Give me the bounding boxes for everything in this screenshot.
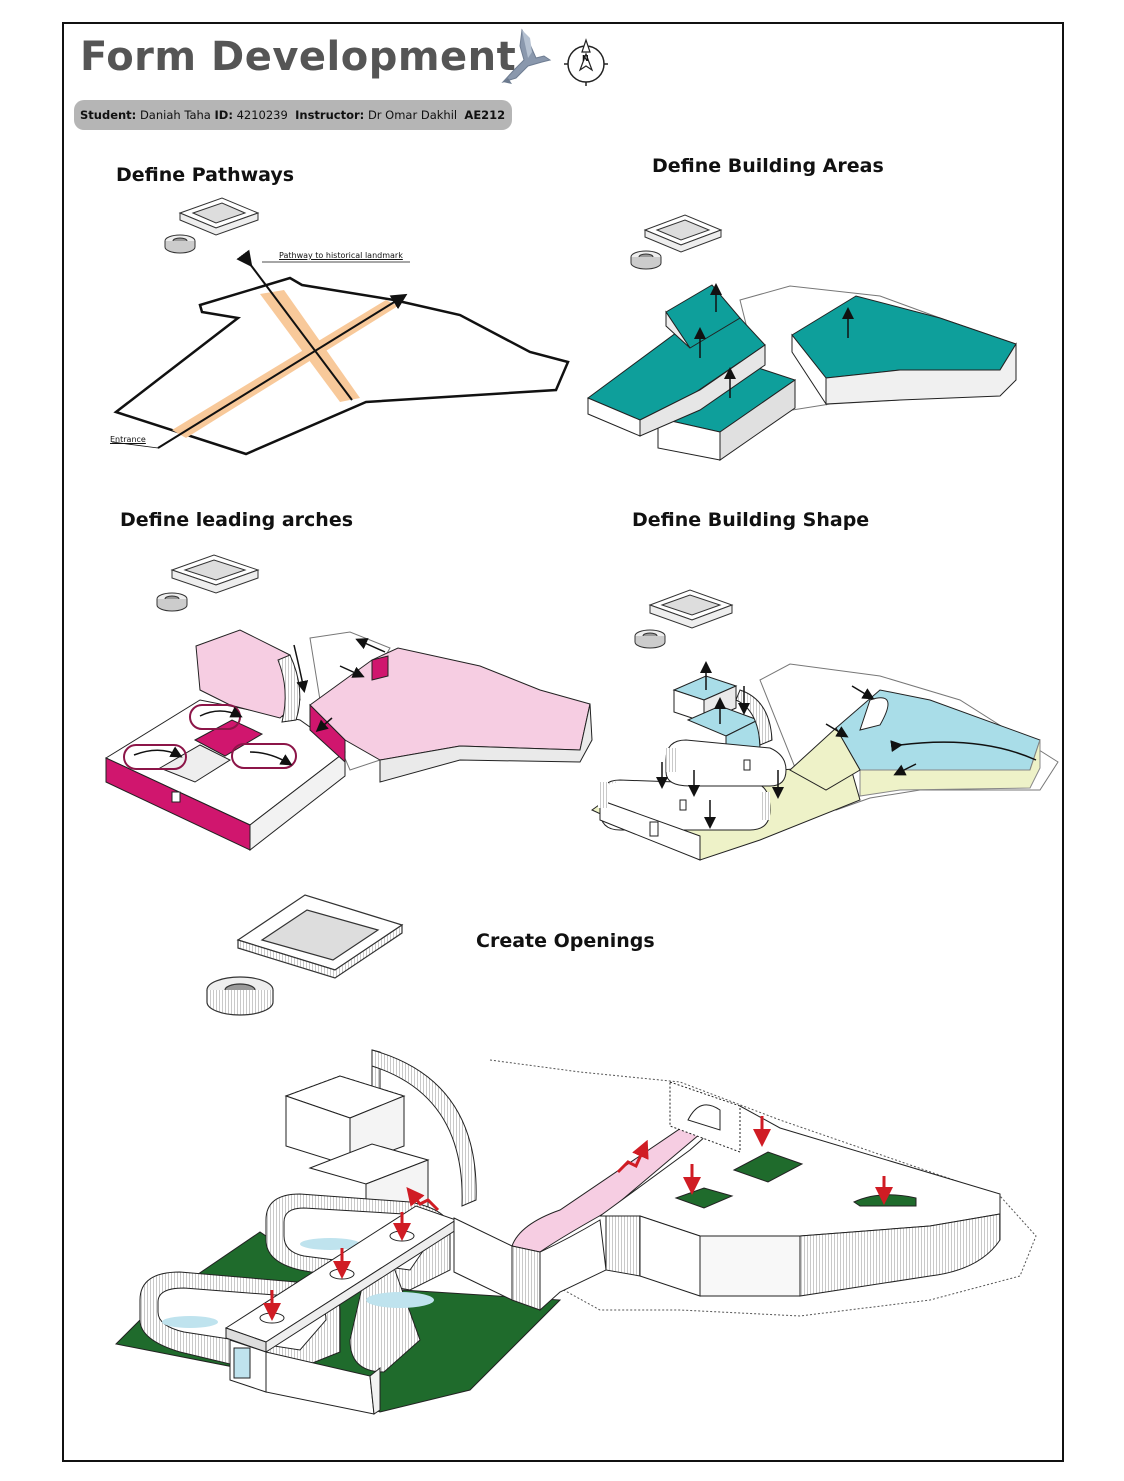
leading-arches-diagram <box>106 630 592 850</box>
context-model-5 <box>207 895 402 1015</box>
building-areas-diagram <box>588 285 1016 460</box>
building-shape-diagram <box>592 664 1058 860</box>
openings-diagram <box>116 1050 1036 1414</box>
context-model-2 <box>631 215 721 269</box>
context-model-4 <box>635 590 732 648</box>
context-model-3 <box>157 555 258 611</box>
context-model-1 <box>165 198 258 253</box>
pathways-diagram <box>112 262 568 454</box>
